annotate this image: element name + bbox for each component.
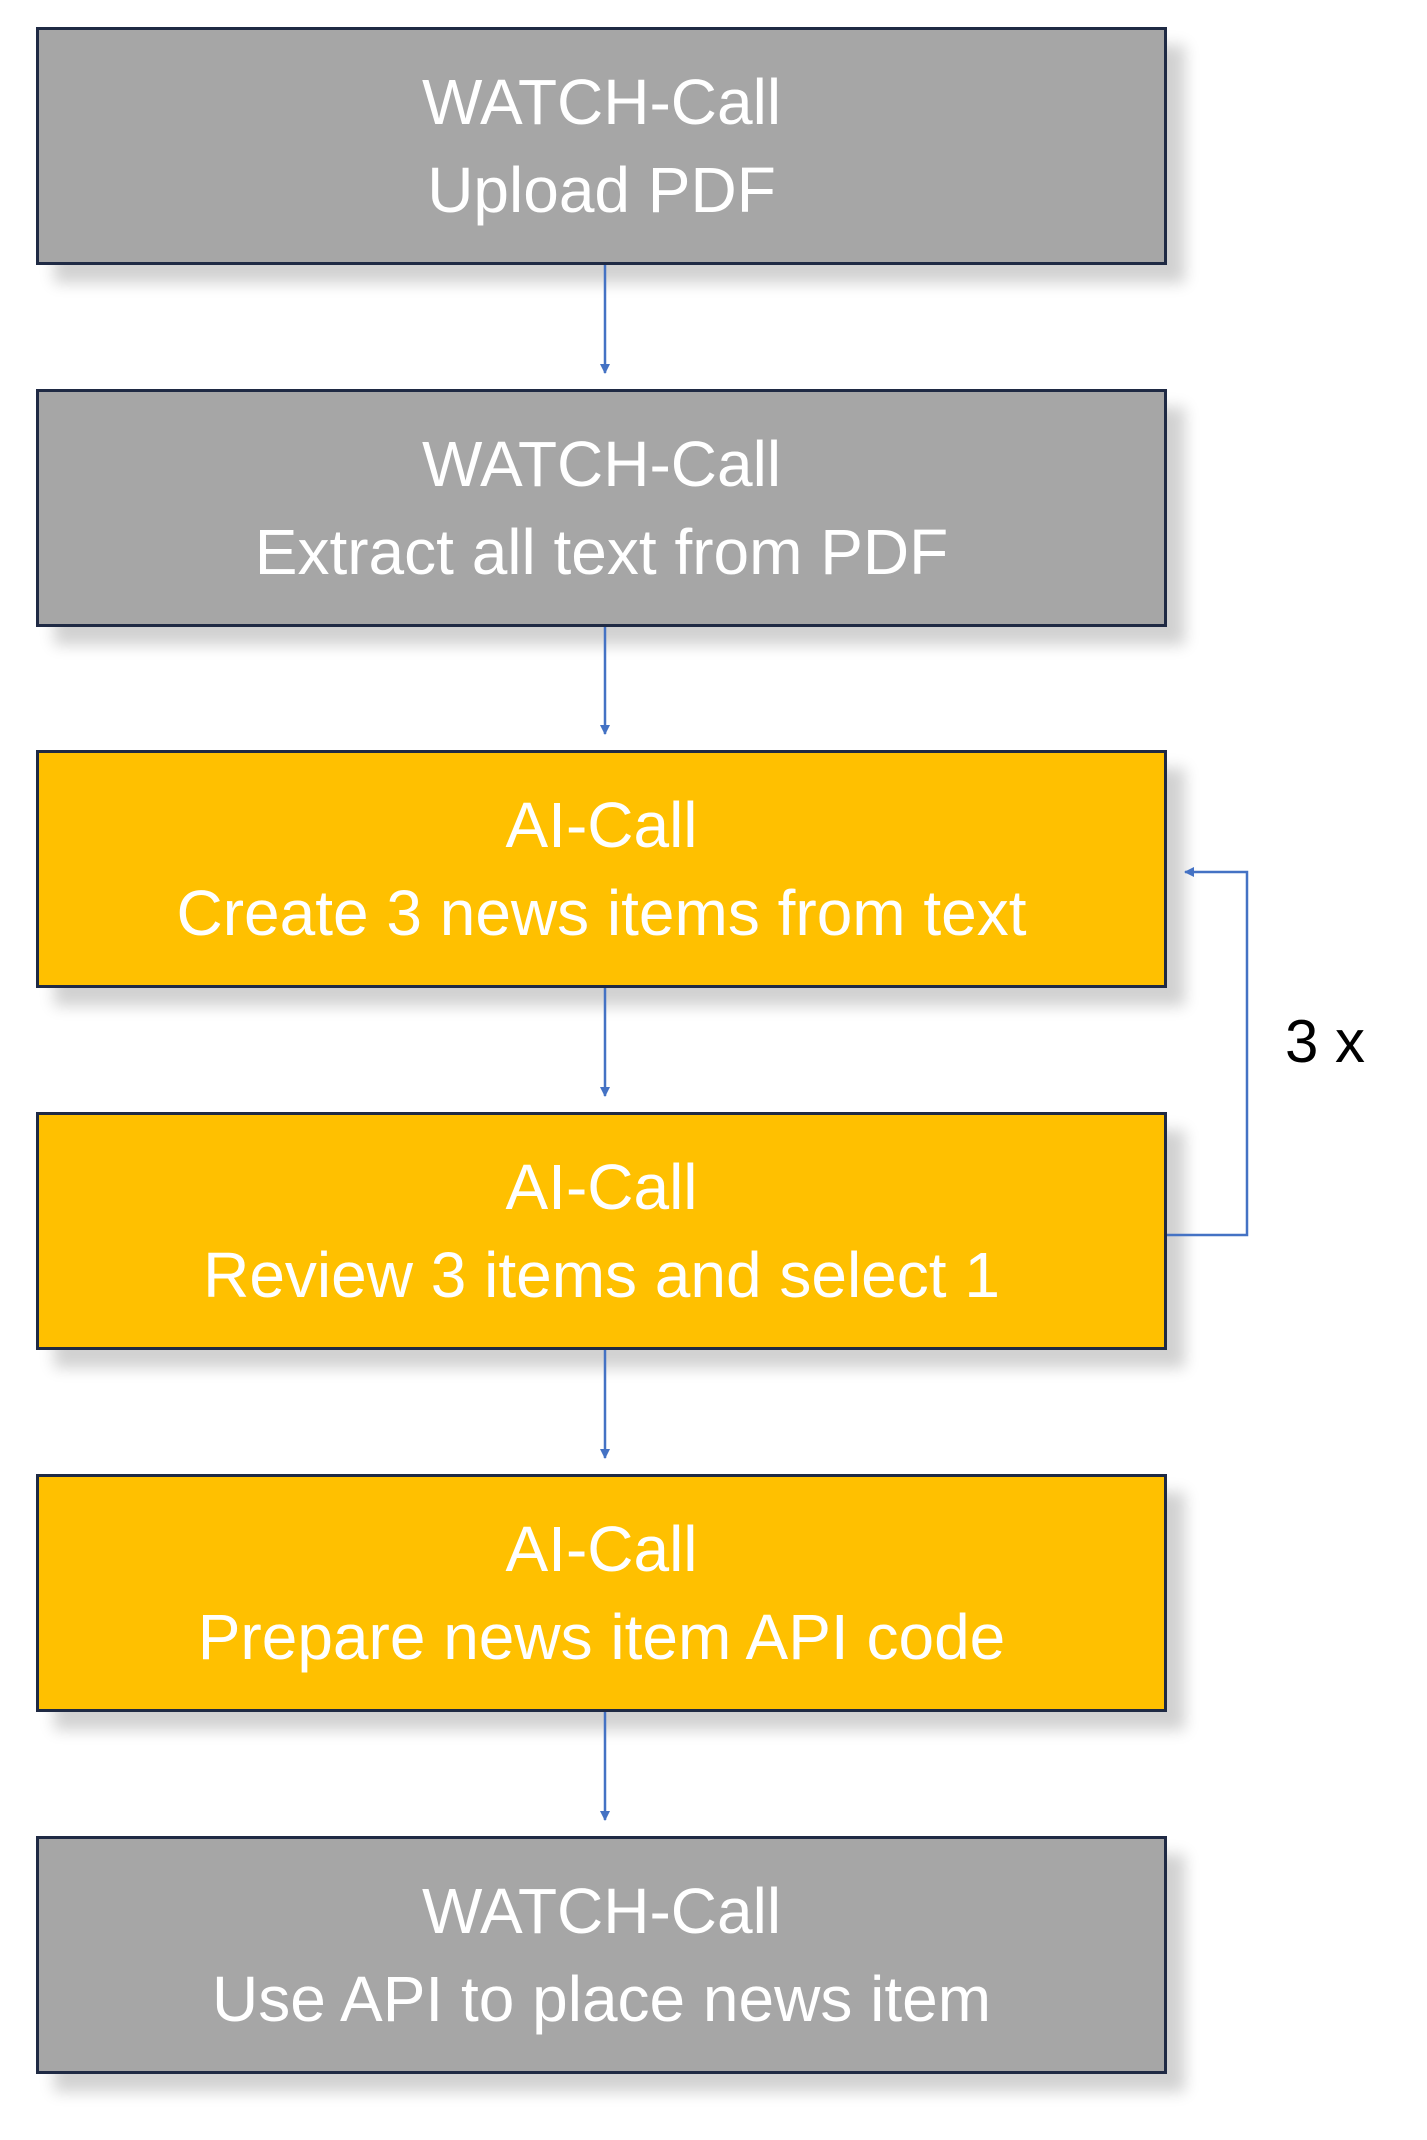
step-place-news-item: WATCH-Call Use API to place news item <box>36 1836 1167 2074</box>
step-type-label: AI-Call <box>505 1151 698 1223</box>
step-type-label: WATCH-Call <box>421 66 782 138</box>
step-description: Upload PDF <box>427 154 776 226</box>
step-description: Extract all text from PDF <box>254 516 949 588</box>
step-extract-text: WATCH-Call Extract all text from PDF <box>36 389 1167 627</box>
step-type-label: AI-Call <box>505 789 698 861</box>
step-description: Prepare news item API code <box>197 1601 1006 1673</box>
step-review-items: AI-Call Review 3 items and select 1 <box>36 1112 1167 1350</box>
step-prepare-api-code: AI-Call Prepare news item API code <box>36 1474 1167 1712</box>
loop-arrow <box>1167 867 1249 1237</box>
step-description: Use API to place news item <box>211 1963 992 2035</box>
step-description: Create 3 news items from text <box>176 877 1027 949</box>
step-description: Review 3 items and select 1 <box>203 1239 1000 1311</box>
step-create-news-items: AI-Call Create 3 news items from text <box>36 750 1167 988</box>
step-upload-pdf: WATCH-Call Upload PDF <box>36 27 1167 265</box>
step-type-label: AI-Call <box>505 1513 698 1585</box>
step-type-label: WATCH-Call <box>421 428 782 500</box>
loop-count-label: 3 x <box>1285 1008 1366 1075</box>
step-type-label: WATCH-Call <box>421 1875 782 1947</box>
